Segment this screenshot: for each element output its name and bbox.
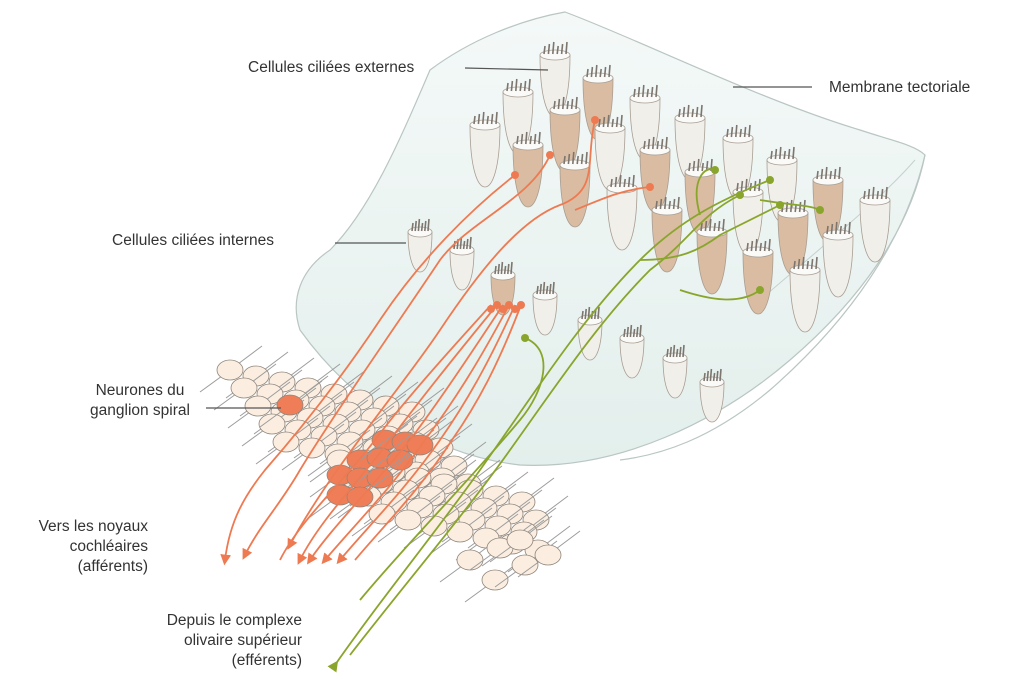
label-spiral-ganglion-line-1: Neurones du: [80, 381, 200, 401]
label-efferent-line-3: (efférents): [110, 651, 302, 671]
label-outer-hair-cells: Cellules ciliées externes: [248, 58, 414, 78]
label-tectorial-membrane: Membrane tectoriale: [829, 78, 970, 98]
label-spiral-ganglion: Neurones du ganglion spiral: [80, 381, 200, 421]
label-afferent-line-1: Vers les noyaux: [0, 517, 148, 537]
label-afferent: Vers les noyaux cochléaires (afférents): [0, 517, 148, 577]
label-efferent-line-2: olivaire supérieur: [110, 631, 302, 651]
label-spiral-ganglion-line-2: ganglion spiral: [80, 401, 200, 421]
label-afferent-line-2: cochléaires: [0, 537, 148, 557]
label-inner-hair-cells: Cellules ciliées internes: [112, 231, 274, 251]
label-efferent-line-1: Depuis le complexe: [110, 611, 302, 631]
label-efferent: Depuis le complexe olivaire supérieur (e…: [110, 611, 302, 671]
label-afferent-line-3: (afférents): [0, 557, 148, 577]
